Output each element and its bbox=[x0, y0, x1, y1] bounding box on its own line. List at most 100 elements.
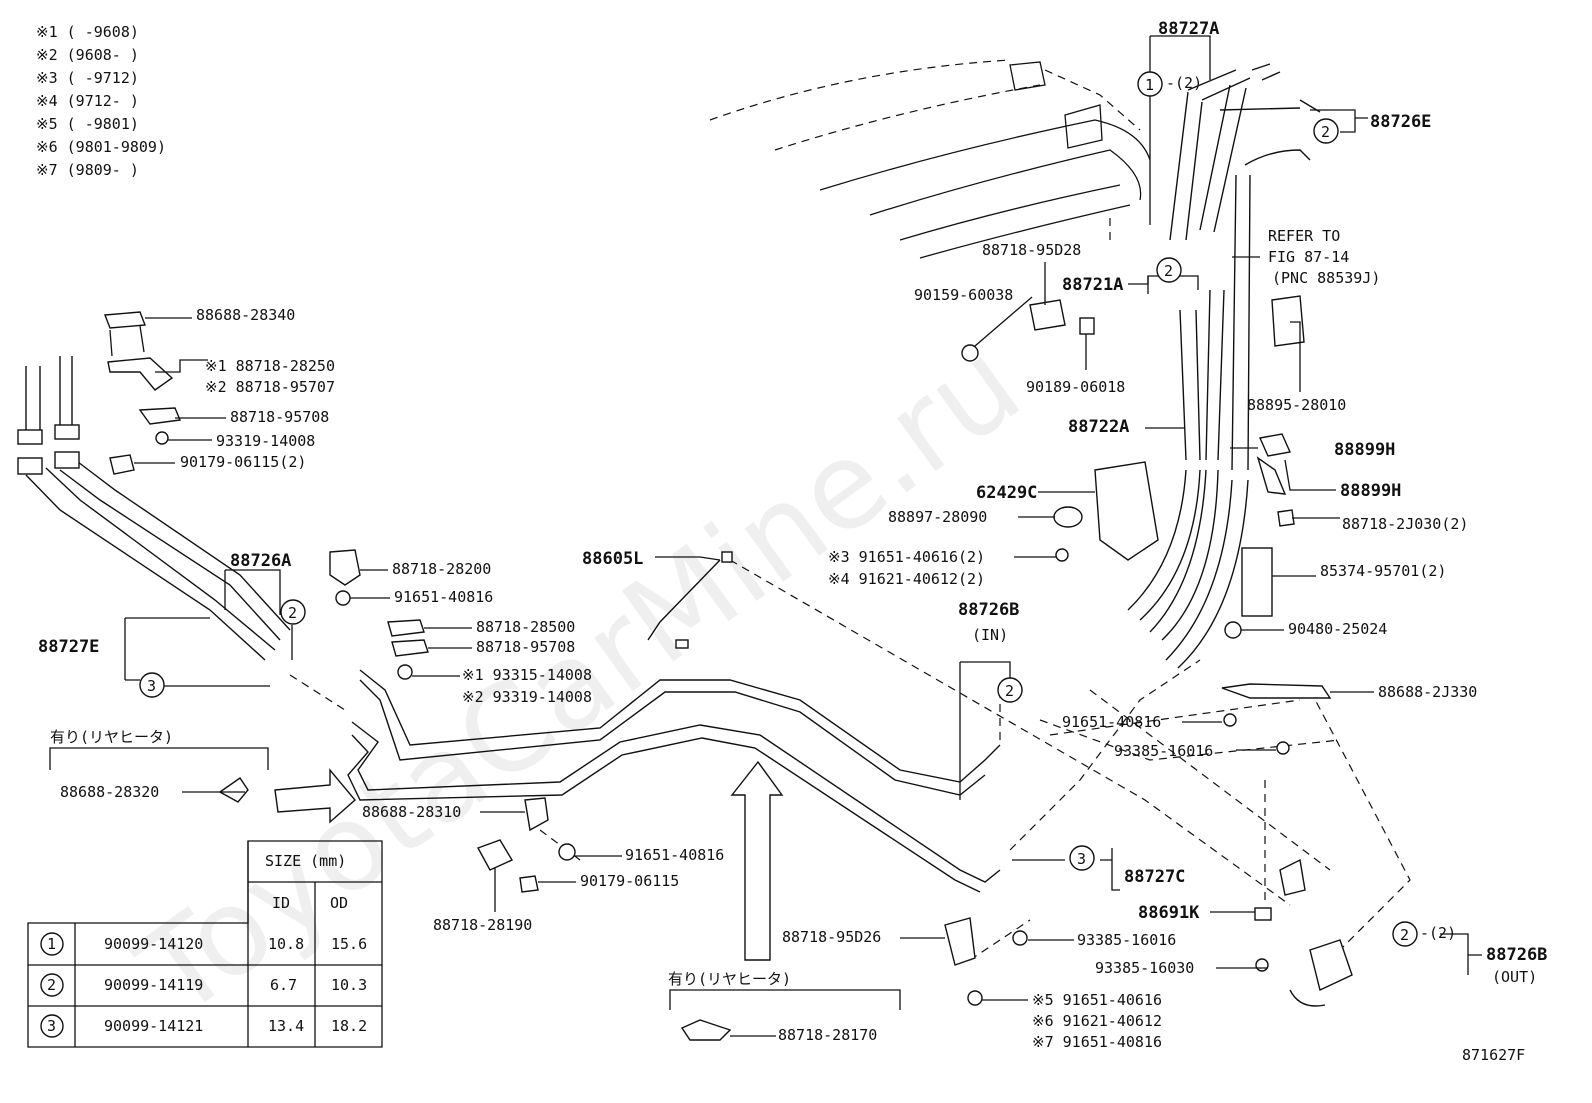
part-labels: 88727A 88726E 88718-95D28 88721A 90159-6… bbox=[38, 19, 1547, 1064]
date-note-1: ※1 ( -9608) bbox=[36, 23, 139, 41]
clamp-88718-2J030-2 bbox=[1277, 509, 1295, 527]
label-90480-25024: 90480-25024 bbox=[1288, 620, 1387, 638]
rear-heater-unit-drawing bbox=[709, 59, 1151, 259]
label-88688-28320: 88688-28320 bbox=[60, 783, 159, 801]
bracket-88688-28320 bbox=[218, 777, 249, 803]
label-88727E: 88727E bbox=[38, 637, 99, 657]
bolt-91651-40816-a bbox=[335, 590, 351, 606]
bracket-88718-28250 bbox=[107, 357, 174, 391]
label-88895-28010: 88895-28010 bbox=[1247, 396, 1346, 414]
clamp-88688-28340 bbox=[104, 311, 146, 329]
date-notes: ※1 ( -9608) ※2 (9608- ) ※3 ( -9712) ※4 (… bbox=[36, 23, 166, 179]
bracket-88688-28310 bbox=[524, 797, 549, 832]
callout-3-88727E-text: 3 bbox=[147, 677, 156, 695]
label-90179-06115: 90179-06115 bbox=[580, 872, 679, 890]
label-93385-16016-b: 93385-16016 bbox=[1077, 931, 1176, 949]
label-88718-95708-a: 88718-95708 bbox=[230, 408, 329, 426]
callouts: 1 -(2) 2 2 2 3 2 3 2 -(2) bbox=[139, 71, 1456, 947]
label-88722A: 88722A bbox=[1068, 417, 1129, 437]
rear-heater-bracket-a bbox=[49, 747, 269, 770]
clamp-88718-28200 bbox=[329, 549, 361, 586]
label-88718-28200: 88718-28200 bbox=[392, 560, 491, 578]
label-88726A: 88726A bbox=[230, 551, 291, 571]
size-table: SIZE (mm) ID OD 1 90099-14120 10.8 15.6 … bbox=[27, 840, 383, 1048]
date-note-3: ※3 ( -9712) bbox=[36, 69, 139, 87]
callout-2-88726B-out-qty: -(2) bbox=[1420, 924, 1456, 942]
label-88718-28500: 88718-28500 bbox=[476, 618, 575, 636]
label-88718-95708-b: 88718-95708 bbox=[476, 638, 575, 656]
label-88727C: 88727C bbox=[1124, 867, 1185, 887]
size-row-3-id: 13.4 bbox=[268, 1017, 304, 1035]
label-refer-pnc: (PNC 88539J) bbox=[1272, 269, 1380, 287]
label-91621-40612: ※6 91621-40612 bbox=[1032, 1012, 1162, 1030]
size-table-col-od: OD bbox=[330, 894, 348, 912]
label-88899H-a: 88899H bbox=[1334, 440, 1395, 460]
label-91651-40816-r: 91651-40816 bbox=[1062, 713, 1161, 731]
callout-1-top-qty: -(2) bbox=[1166, 74, 1202, 92]
label-88605L: 88605L bbox=[582, 549, 643, 569]
bolt-90159-60038 bbox=[961, 344, 979, 362]
size-row-2-od: 10.3 bbox=[331, 976, 367, 994]
joint-88691K bbox=[1279, 858, 1306, 896]
left-fitting-4 bbox=[54, 451, 80, 469]
connector-88605L-b bbox=[675, 639, 689, 649]
size-table-header: SIZE (mm) bbox=[265, 852, 346, 870]
callout-2-88726A-text: 2 bbox=[288, 604, 297, 622]
insulator-88895-28010 bbox=[1271, 295, 1305, 347]
size-row-2-mark-circle bbox=[40, 973, 64, 997]
bracket-88688-2J330 bbox=[1221, 683, 1332, 699]
label-out: (OUT) bbox=[1492, 968, 1537, 986]
label-91651-40816-a: 91651-40816 bbox=[394, 588, 493, 606]
label-90189-06018: 90189-06018 bbox=[1026, 378, 1125, 396]
label-91621-40612-2: ※4 91621-40612(2) bbox=[828, 570, 985, 588]
callout-2-88726A bbox=[280, 599, 306, 625]
callout-3-88727C-text: 3 bbox=[1077, 850, 1086, 868]
hose-88899H-a bbox=[1258, 433, 1292, 457]
hose-88726B-out bbox=[1309, 939, 1353, 991]
bolt-91651-40616 bbox=[967, 990, 983, 1006]
callout-1-top bbox=[1137, 71, 1163, 97]
label-88897-28090: 88897-28090 bbox=[888, 508, 987, 526]
clamp-88718-28500 bbox=[387, 619, 425, 637]
part-shapes bbox=[104, 295, 1353, 1041]
label-88718-28190: 88718-28190 bbox=[433, 916, 532, 934]
arrow-right bbox=[274, 768, 356, 824]
size-row-1-mark-circle bbox=[40, 932, 64, 956]
label-in: (IN) bbox=[972, 626, 1008, 644]
callout-2-88721A-text: 2 bbox=[1164, 262, 1173, 280]
size-row-2-mark: 2 bbox=[47, 976, 56, 994]
left-fitting-3 bbox=[17, 457, 43, 475]
size-row-1-id: 10.8 bbox=[268, 935, 304, 953]
label-88718-95707: ※2 88718-95707 bbox=[205, 378, 335, 396]
label-88899H-b: 88899H bbox=[1340, 481, 1401, 501]
main-pipes bbox=[347, 669, 1001, 893]
label-88726B-out: 88726B bbox=[1486, 945, 1547, 965]
label-88718-95D28: 88718-95D28 bbox=[982, 241, 1081, 259]
date-note-4: ※4 (9712- ) bbox=[36, 92, 139, 110]
label-88718-2J030: 88718-2J030(2) bbox=[1342, 515, 1468, 533]
label-88726E: 88726E bbox=[1370, 112, 1431, 132]
size-table-col-id: ID bbox=[272, 894, 290, 912]
callout-2-88726E bbox=[1313, 118, 1339, 144]
bolt-93315-14008 bbox=[397, 664, 413, 680]
bolt-93385-16016-r bbox=[1276, 741, 1290, 755]
label-rear-heater-a: 有り(リヤヒータ) bbox=[50, 728, 173, 746]
grommet-88897-28090 bbox=[1053, 506, 1083, 528]
label-62429C: 62429C bbox=[976, 483, 1037, 503]
nut-90179-06115-2 bbox=[109, 454, 135, 475]
label-90159-60038: 90159-60038 bbox=[914, 286, 1013, 304]
size-row-1-mark: 1 bbox=[47, 935, 56, 953]
bracket-88718-95D28 bbox=[1029, 299, 1066, 331]
label-88726B-in: 88726B bbox=[958, 600, 1019, 620]
size-row-3-part: 90099-14121 bbox=[104, 1017, 203, 1035]
clip-90189-06018 bbox=[1079, 317, 1095, 335]
label-88691K: 88691K bbox=[1138, 903, 1200, 923]
callout-3-88727C bbox=[1069, 845, 1095, 871]
size-row-3-mark: 3 bbox=[47, 1017, 56, 1035]
callout-2-88726B-out-text: 2 bbox=[1400, 926, 1409, 944]
figure-code: 871627F bbox=[1462, 1046, 1525, 1064]
bracket-88718-95D26 bbox=[944, 917, 976, 966]
label-88718-95D26: 88718-95D26 bbox=[782, 928, 881, 946]
fitting-88691K bbox=[1254, 907, 1272, 921]
